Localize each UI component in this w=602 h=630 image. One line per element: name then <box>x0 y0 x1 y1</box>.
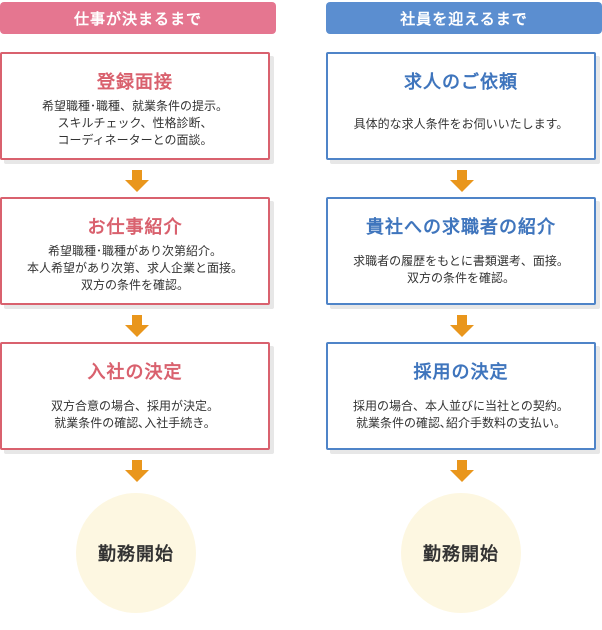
left-step-2-line-3: 双方の条件を確認。 <box>80 278 189 292</box>
right-step-2-line-2: 双方の条件を確認。 <box>406 271 515 285</box>
left-start-work-circle: 勤務開始 <box>76 493 196 613</box>
right-step-2-line-1: 求職者の履歴をもとに書類選考、面接。 <box>353 254 569 268</box>
right-step-3-line-2: 就業条件の確認､紹介手数料の支払い。 <box>355 416 566 430</box>
left-step-1-body: 希望職種･職種、就業条件の提示。 スキルチェック、性格診断、 コーディネーターと… <box>2 98 268 149</box>
down-arrow-icon <box>450 315 474 337</box>
right-step-2-body: 求職者の履歴をもとに書類選考、面接。 双方の条件を確認。 <box>328 253 594 287</box>
left-step-registration-box: 登録面接 希望職種･職種、就業条件の提示。 スキルチェック、性格診断、 コーディ… <box>0 52 270 160</box>
right-step-1-title: 求人のご依頼 <box>404 72 518 93</box>
right-step-3-line-1: 採用の場合、本人並びに当社との契約。 <box>353 399 569 413</box>
right-column-header: 社員を迎えるまで <box>326 2 602 34</box>
right-start-work-circle: 勤務開始 <box>401 493 521 613</box>
right-step-3-body: 採用の場合、本人並びに当社との契約。 就業条件の確認､紹介手数料の支払い。 <box>328 398 594 432</box>
right-step-1-body: 具体的な求人条件をお伺いいたします。 <box>328 116 594 133</box>
left-step-1-line-2: スキルチェック、性格診断、 <box>57 116 213 130</box>
right-step-hiring-decision-box: 採用の決定 採用の場合、本人並びに当社との契約。 就業条件の確認､紹介手数料の支… <box>326 342 596 450</box>
left-step-3-body: 双方合意の場合、採用が決定。 就業条件の確認､入社手続き。 <box>2 398 268 432</box>
left-step-2-line-1: 希望職種･職種があり次第紹介。 <box>47 244 222 258</box>
left-step-2-line-2: 本人希望があり次第、求人企業と面接。 <box>26 261 243 275</box>
left-step-3-line-1: 双方合意の場合、採用が決定。 <box>50 399 219 413</box>
left-step-job-introduction-box: お仕事紹介 希望職種･職種があり次第紹介。 本人希望があり次第、求人企業と面接。… <box>0 197 270 305</box>
left-step-3-title: 入社の決定 <box>87 362 183 383</box>
down-arrow-icon <box>125 315 149 337</box>
down-arrow-icon <box>125 460 149 482</box>
right-step-3-title: 採用の決定 <box>413 362 509 383</box>
right-step-candidate-introduction-box: 貴社への求職者の紹介 求職者の履歴をもとに書類選考、面接。 双方の条件を確認。 <box>326 197 596 305</box>
down-arrow-icon <box>125 170 149 192</box>
down-arrow-icon <box>450 460 474 482</box>
left-step-1-line-3: コーディネーターとの面談。 <box>57 133 213 147</box>
left-step-hiring-decision-box: 入社の決定 双方合意の場合、採用が決定。 就業条件の確認､入社手続き。 <box>0 342 270 450</box>
left-step-1-line-1: 希望職種･職種、就業条件の提示。 <box>41 99 228 113</box>
left-step-1-title: 登録面接 <box>97 72 173 93</box>
left-step-2-title: お仕事紹介 <box>87 217 183 238</box>
right-step-2-title: 貴社への求職者の紹介 <box>366 217 556 238</box>
left-column-header: 仕事が決まるまで <box>0 2 276 34</box>
right-step-1-line-1: 具体的な求人条件をお伺いいたします。 <box>353 117 569 131</box>
left-step-3-line-2: 就業条件の確認､入社手続き。 <box>54 416 216 430</box>
left-step-2-body: 希望職種･職種があり次第紹介。 本人希望があり次第、求人企業と面接。 双方の条件… <box>2 243 268 294</box>
down-arrow-icon <box>450 170 474 192</box>
right-step-job-request-box: 求人のご依頼 具体的な求人条件をお伺いいたします。 <box>326 52 596 160</box>
